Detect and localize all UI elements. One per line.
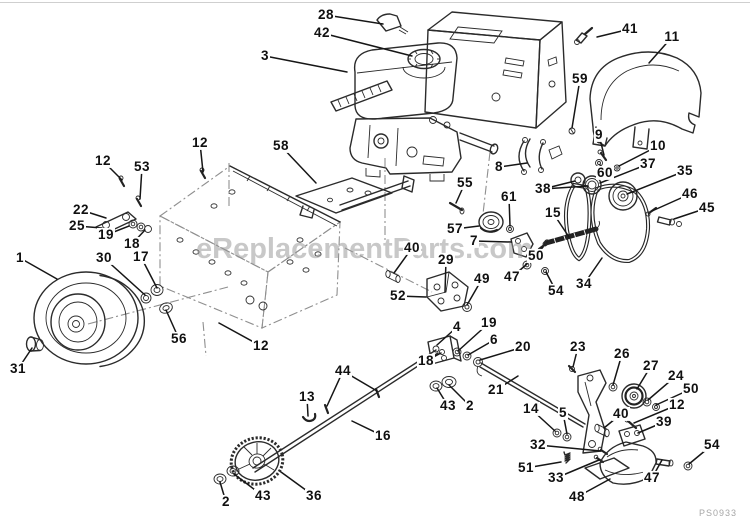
part-label-2: 2 [220,493,232,510]
part-label-55: 55 [455,174,475,191]
part-label-56: 56 [169,330,189,347]
part-label-50: 50 [526,247,546,264]
part-label-60: 60 [595,164,615,181]
part-label-32: 32 [528,436,548,453]
part-label-18: 18 [416,352,436,369]
part-label-43: 43 [253,487,273,504]
part-label-47: 47 [502,268,522,285]
part-label-15: 15 [543,204,563,221]
part-label-18: 18 [122,235,142,252]
muffler-shield [330,80,393,112]
leader-line [571,78,581,129]
engine-assembly [330,11,621,182]
part-label-31: 31 [8,360,28,377]
crankshaft [459,132,495,147]
part-label-45: 45 [697,199,717,216]
part-label-4: 4 [451,318,463,335]
part-label-12: 12 [251,337,271,354]
part-label-42: 42 [312,24,332,41]
part-label-9: 9 [593,126,605,143]
part-label-25: 25 [67,217,87,234]
fuel-funnel [376,13,402,32]
leader-line [537,444,602,452]
sprocket [213,436,285,486]
spring [563,451,571,464]
part-label-17: 17 [131,248,151,265]
part-label-53: 53 [132,158,152,175]
part-label-20: 20 [513,338,533,355]
part-label-12: 12 [190,134,210,151]
part-label-24: 24 [666,367,686,384]
part-label-38: 38 [533,180,553,197]
part-label-2: 2 [464,397,476,414]
belt-cover [589,51,702,150]
part-label-37: 37 [638,155,658,172]
left-bracket-hardware [95,167,207,235]
part-label-54: 54 [546,282,566,299]
part-label-11: 11 [663,28,681,45]
part-label-57: 57 [445,220,465,237]
part-label-35: 35 [675,162,695,179]
part-label-6: 6 [488,331,500,348]
belt-drive-assembly [448,172,682,275]
part-label-36: 36 [304,487,324,504]
part-label-27: 27 [641,357,661,374]
part-label-58: 58 [271,137,291,154]
leader-line [473,240,512,243]
part-label-33: 33 [546,469,566,486]
part-label-50: 50 [681,380,701,397]
part-label-39: 39 [654,413,674,430]
lever-bracket [518,140,525,172]
part-label-46: 46 [680,185,700,202]
part-label-43: 43 [438,397,458,414]
part-label-19: 19 [96,226,116,243]
part-label-5: 5 [557,404,569,421]
part-label-12: 12 [93,152,113,169]
part-label-44: 44 [333,362,353,379]
wheel-assembly [25,271,173,368]
part-label-13: 13 [297,388,317,405]
part-label-34: 34 [574,275,594,292]
part-label-29: 29 [436,251,456,268]
part-label-40: 40 [611,405,631,422]
part-label-41: 41 [620,20,640,37]
part-label-54: 54 [702,436,722,453]
chute-bracket-assembly [563,441,693,485]
part-label-26: 26 [612,345,632,362]
part-label-19: 19 [479,314,499,331]
part-label-10: 10 [648,137,668,154]
frame-phantom [87,151,491,357]
part-label-40: 40 [402,239,422,256]
part-label-1: 1 [14,249,26,266]
part-label-7: 7 [468,232,480,249]
leader-line [325,14,384,25]
part-label-59: 59 [570,70,590,87]
part-label-47: 47 [642,469,662,486]
part-label-48: 48 [567,488,587,505]
leader-line [264,55,348,73]
leader-line [19,257,58,280]
part-label-22: 22 [71,201,91,218]
idler-arm-assembly [552,364,660,454]
pivot-bracket-assembly [385,270,472,312]
part-label-49: 49 [472,270,492,287]
part-label-3: 3 [259,47,271,64]
drawing-code: PS0933 [699,508,738,518]
part-label-52: 52 [388,287,408,304]
part-label-14: 14 [521,400,541,417]
part-label-30: 30 [94,249,114,266]
part-label-23: 23 [568,338,588,355]
part-label-12: 12 [667,396,687,413]
leader-line [626,170,686,195]
part-label-16: 16 [373,427,393,444]
part-label-51: 51 [516,459,536,476]
mounting-plate [295,175,415,219]
part-label-28: 28 [316,6,336,23]
page-top-divider [0,2,750,3]
part-label-61: 61 [499,188,519,205]
leader-line [321,32,413,57]
part-label-8: 8 [493,158,505,175]
part-label-21: 21 [486,381,506,398]
